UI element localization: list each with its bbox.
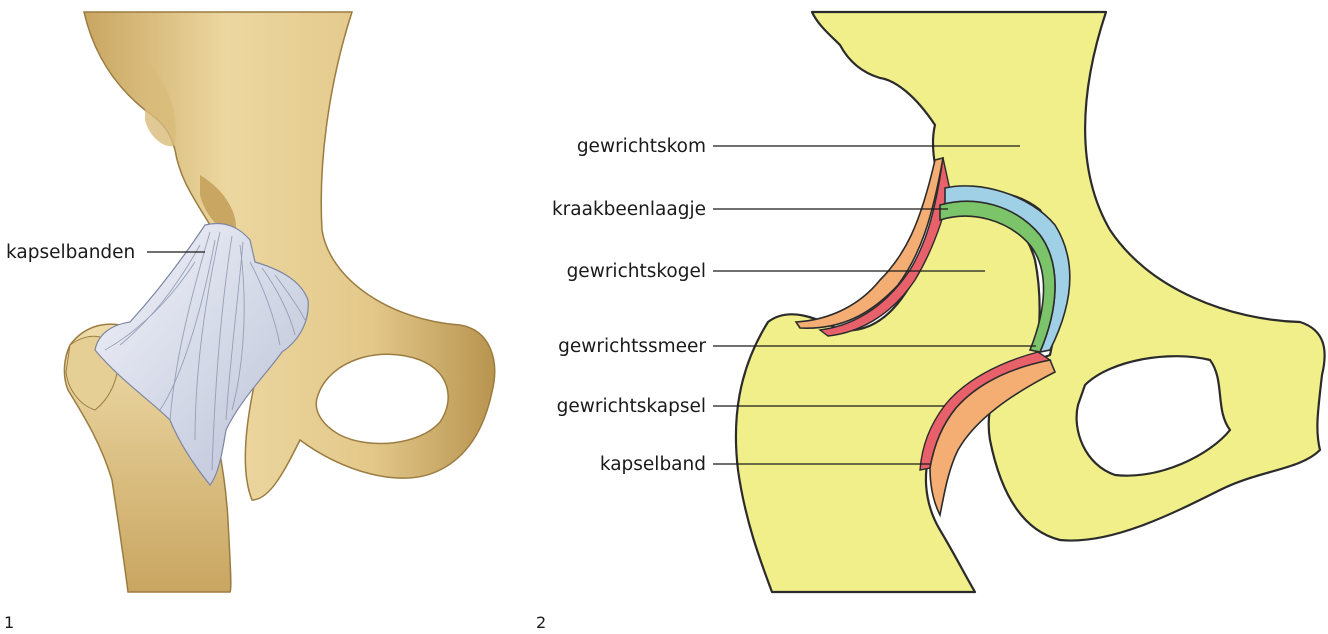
ligament-lower: [929, 359, 1057, 518]
figure-1-hip-ligaments: kapselbanden 1: [4, 11, 496, 632]
obturator-foramen-schematic: [1075, 355, 1232, 477]
figure-1-number: 1: [4, 613, 14, 632]
capsular-ligaments: [94, 222, 309, 486]
ligament-fibers: [104, 231, 306, 471]
figure-2-hip-joint-schematic: gewrichtskom kraakbeenlaagje gewrichtsko…: [536, 10, 1326, 632]
label-gewrichtssmeer: gewrichtssmeer: [558, 336, 706, 357]
label-kapselbanden: kapselbanden: [6, 242, 135, 263]
obturator-foramen: [315, 353, 449, 445]
iliac-spine: [145, 60, 176, 147]
label-kraakbeenlaagje: kraakbeenlaagje: [552, 199, 706, 220]
cartilage-layer: [939, 200, 1056, 353]
capsule-upper: [818, 157, 951, 337]
leader-lines: [713, 145, 1036, 465]
label-kapselband: kapselband: [600, 454, 706, 475]
figure-2-number: 2: [536, 613, 546, 632]
acetabular-rim: [200, 175, 236, 235]
label-gewrichtskogel: gewrichtskogel: [567, 261, 706, 282]
label-gewrichtskom: gewrichtskom: [577, 136, 706, 157]
label-gewrichtskapsel: gewrichtskapsel: [557, 396, 706, 417]
